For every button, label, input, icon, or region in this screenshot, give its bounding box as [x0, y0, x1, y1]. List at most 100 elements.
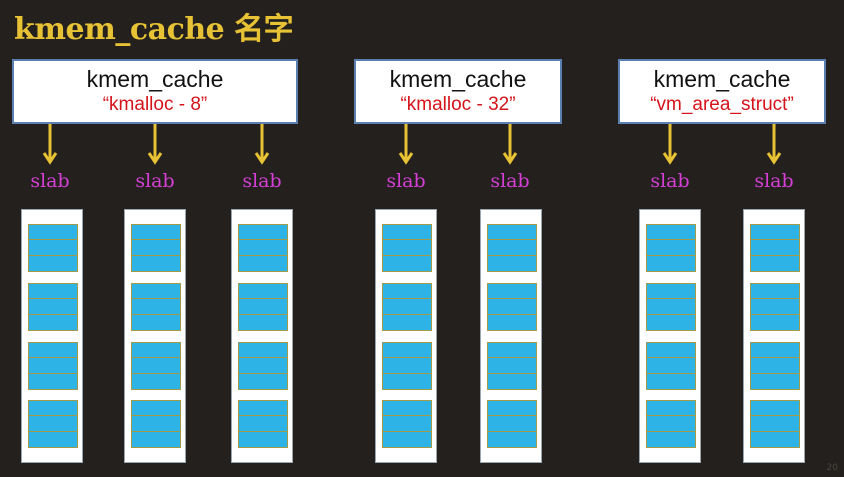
slab-object	[382, 315, 432, 331]
object-group	[646, 400, 696, 448]
slab-object	[487, 416, 537, 432]
slab-object	[28, 299, 78, 315]
cache-name: “vm_area_struct”	[650, 94, 794, 115]
slab-object	[28, 240, 78, 256]
slab-column	[375, 209, 437, 463]
slab-object	[750, 256, 800, 272]
page-number: 20	[826, 463, 838, 473]
slab-object	[238, 240, 288, 256]
slab-object	[750, 299, 800, 315]
slab-object	[238, 400, 288, 416]
slab-object	[238, 256, 288, 272]
slab-object	[131, 299, 181, 315]
cache-type-label: kmem_cache	[86, 66, 224, 92]
slab-object	[131, 374, 181, 390]
slab-object	[238, 358, 288, 374]
slab-object	[28, 374, 78, 390]
slab-object	[646, 432, 696, 448]
slab-object	[646, 374, 696, 390]
cache-name: “kmalloc - 8”	[102, 94, 208, 115]
slab-object	[646, 224, 696, 240]
object-group	[131, 283, 181, 331]
slab-object	[750, 342, 800, 358]
slab-object	[750, 400, 800, 416]
slab-column	[231, 209, 293, 463]
slab-object	[382, 299, 432, 315]
down-arrow-icon	[147, 124, 163, 165]
object-group	[646, 342, 696, 390]
down-arrow-icon	[662, 124, 678, 165]
slab-object	[131, 400, 181, 416]
object-group	[750, 400, 800, 448]
slab-object	[750, 374, 800, 390]
slab-object	[646, 240, 696, 256]
slab-object	[28, 256, 78, 272]
slab-object	[750, 283, 800, 299]
slab-object	[28, 358, 78, 374]
slab-object	[238, 374, 288, 390]
slab-object	[382, 416, 432, 432]
slab-object	[382, 400, 432, 416]
slab-label: slab	[135, 170, 175, 192]
slab-column	[480, 209, 542, 463]
slab-object	[750, 315, 800, 331]
kmem-cache-box-vm-area-struct: kmem_cache “vm_area_struct”	[618, 59, 826, 124]
down-arrow-icon	[398, 124, 414, 165]
object-group	[238, 283, 288, 331]
slab-label: slab	[650, 170, 690, 192]
slab-object	[28, 432, 78, 448]
object-group	[382, 400, 432, 448]
slab-object	[238, 224, 288, 240]
object-group	[750, 224, 800, 272]
object-group	[487, 283, 537, 331]
slab-object	[487, 374, 537, 390]
slab-object	[28, 342, 78, 358]
slab-label: slab	[490, 170, 530, 192]
slab-object	[646, 358, 696, 374]
object-group	[750, 283, 800, 331]
slab-object	[646, 342, 696, 358]
object-group	[646, 224, 696, 272]
slab-object	[487, 315, 537, 331]
slab-object	[487, 400, 537, 416]
slab-object	[382, 342, 432, 358]
down-arrow-icon	[42, 124, 58, 165]
slab-object	[646, 416, 696, 432]
object-group	[487, 400, 537, 448]
slab-object	[238, 315, 288, 331]
object-group	[487, 224, 537, 272]
object-group	[238, 224, 288, 272]
slab-label: slab	[754, 170, 794, 192]
object-group	[238, 342, 288, 390]
slab-object	[487, 240, 537, 256]
slab-column	[124, 209, 186, 463]
slab-object	[28, 224, 78, 240]
slab-column	[639, 209, 701, 463]
slab-object	[487, 342, 537, 358]
slab-object	[750, 240, 800, 256]
cache-type-label: kmem_cache	[653, 66, 791, 92]
slab-object	[382, 374, 432, 390]
slab-object	[646, 315, 696, 331]
slab-object	[487, 432, 537, 448]
slab-object	[487, 283, 537, 299]
slab-object	[28, 416, 78, 432]
object-group	[28, 224, 78, 272]
object-group	[487, 342, 537, 390]
slab-object	[238, 342, 288, 358]
kmem-cache-box-kmalloc-8: kmem_cache “kmalloc - 8”	[12, 59, 298, 124]
slab-object	[28, 400, 78, 416]
slab-object	[131, 224, 181, 240]
slab-object	[131, 432, 181, 448]
object-group	[28, 400, 78, 448]
slab-object	[487, 224, 537, 240]
slab-object	[646, 283, 696, 299]
object-group	[238, 400, 288, 448]
slab-object	[131, 342, 181, 358]
kmem-cache-box-kmalloc-32: kmem_cache “kmalloc - 32”	[354, 59, 562, 124]
cache-type-label: kmem_cache	[389, 66, 527, 92]
slab-object	[131, 315, 181, 331]
object-group	[382, 283, 432, 331]
down-arrow-icon	[766, 124, 782, 165]
slab-object	[131, 256, 181, 272]
